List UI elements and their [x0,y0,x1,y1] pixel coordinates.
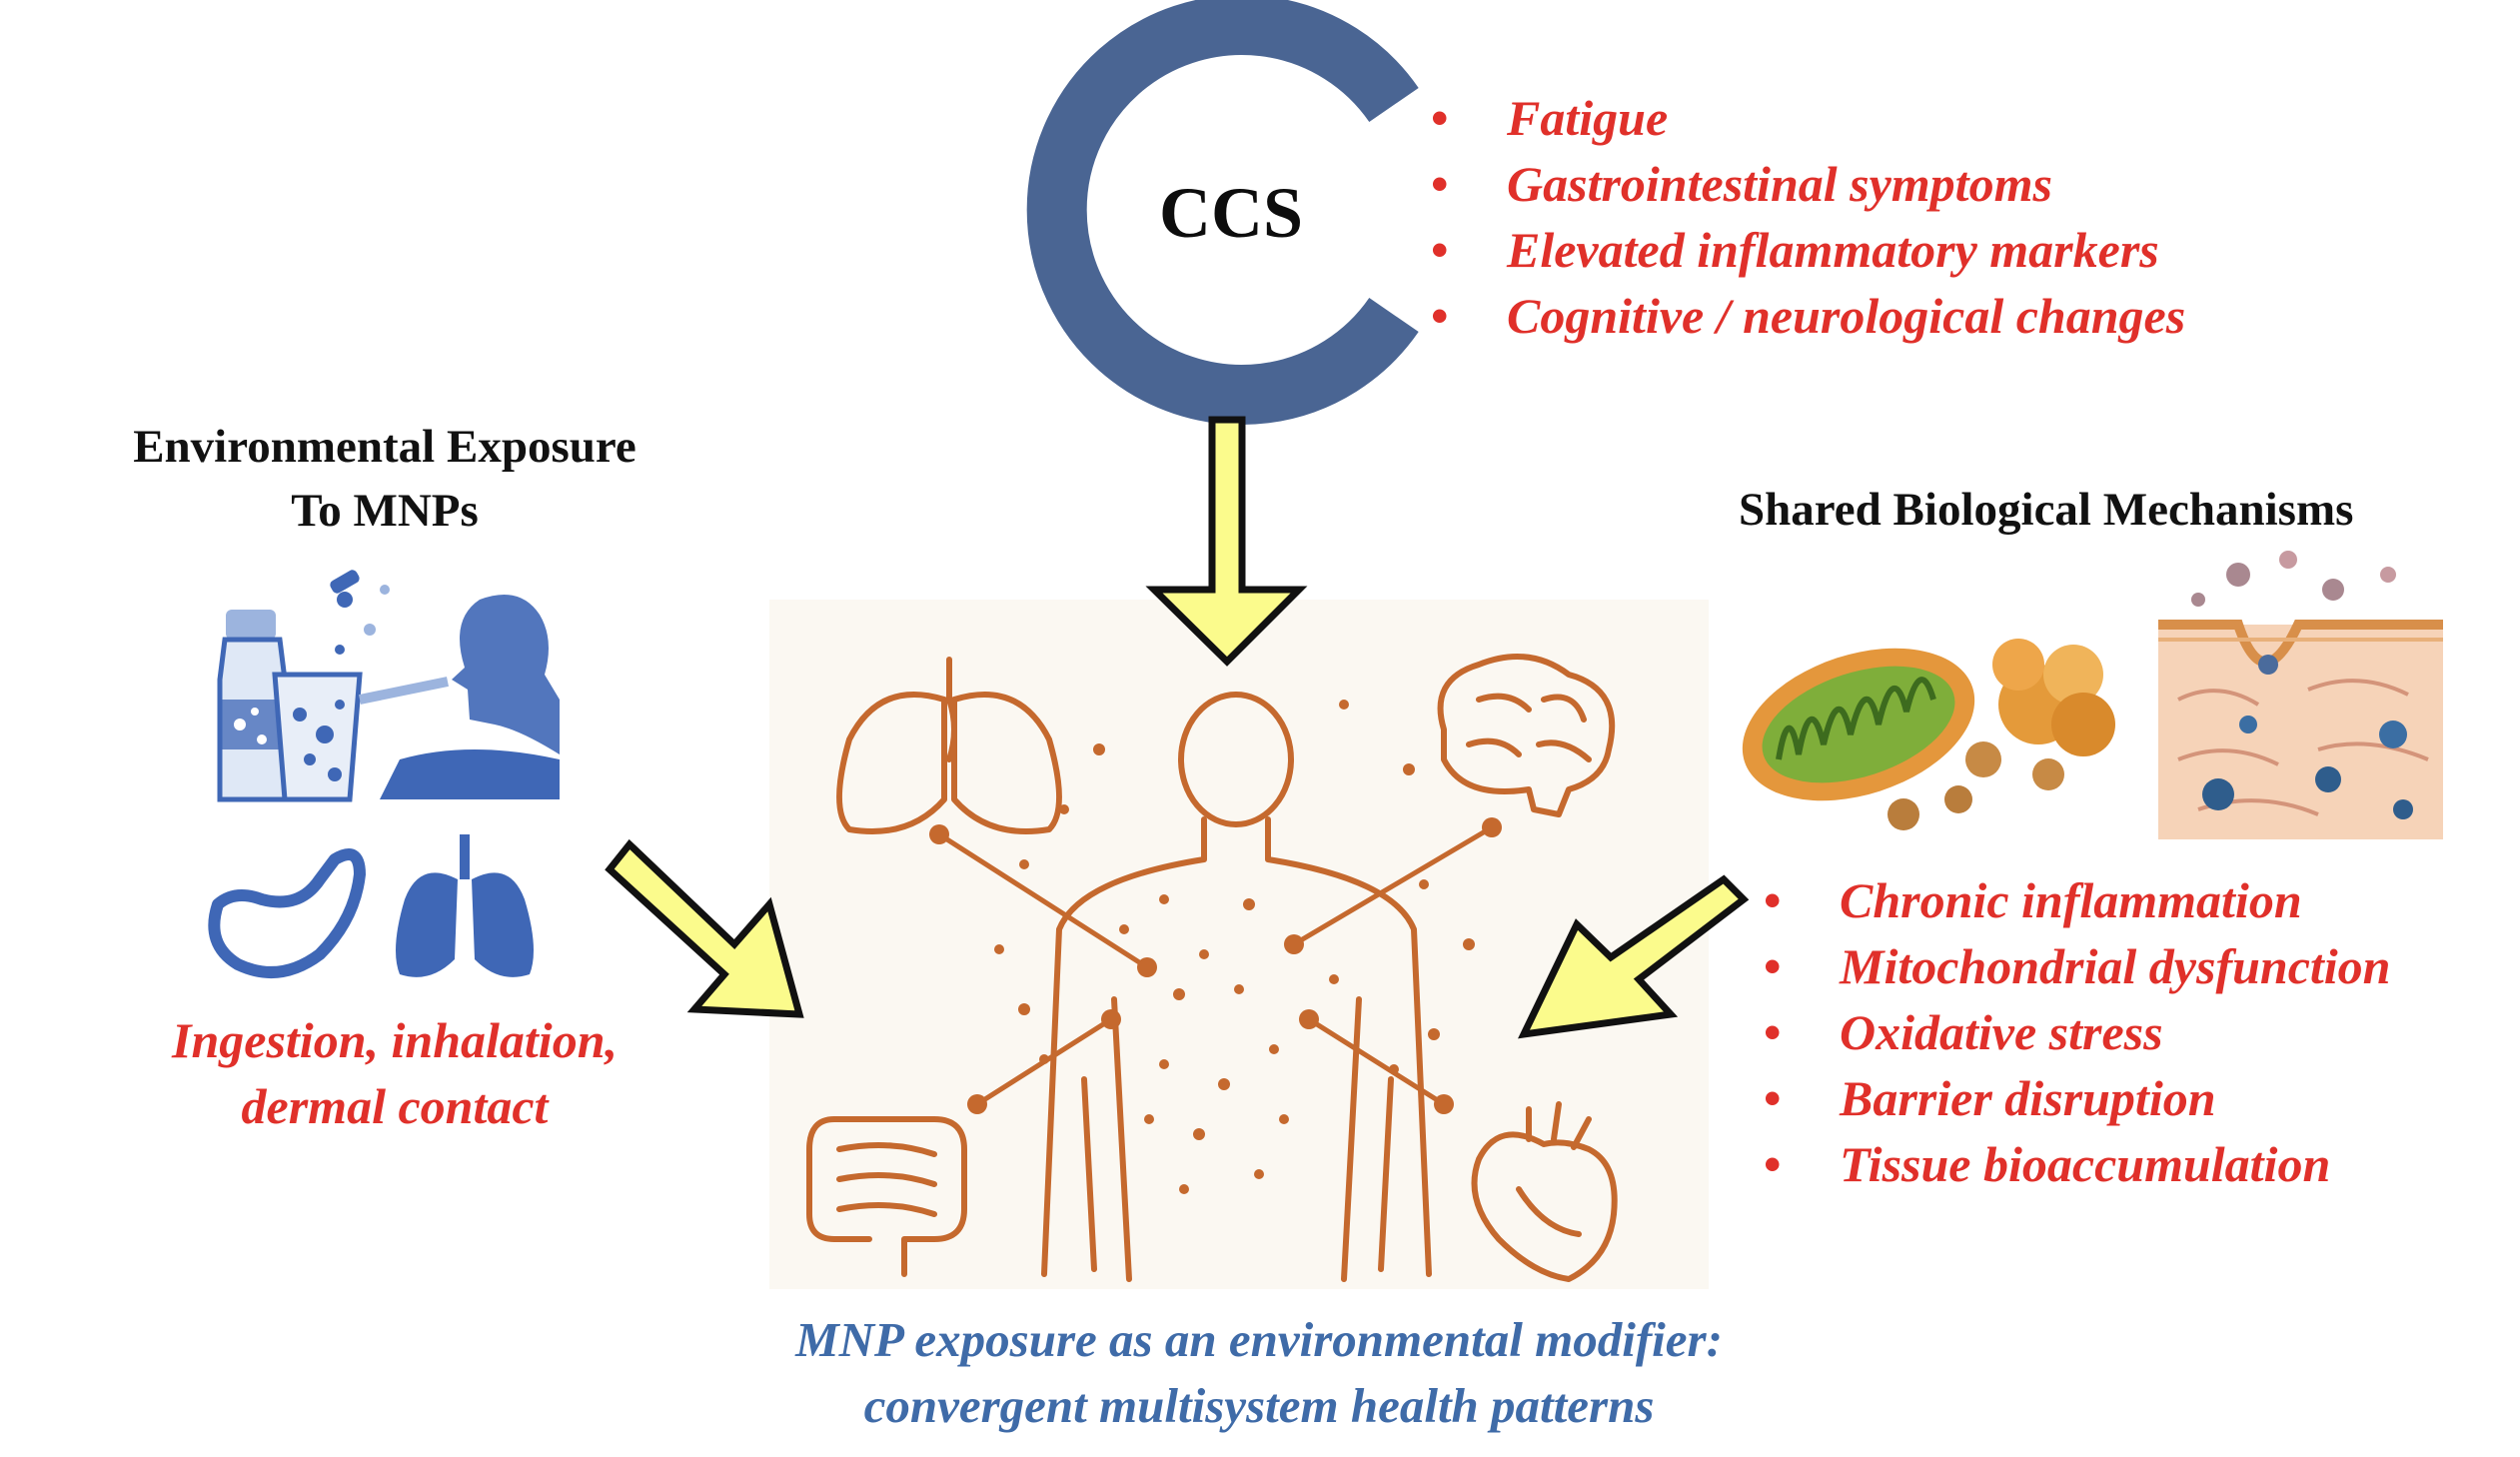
skin-barrier-icon [2158,551,2443,839]
arrow-down-icon [1145,416,1308,667]
center-panel-background [769,600,1709,1289]
stomach-icon [208,848,366,978]
exposure-routes-line2: dermal contact [241,1078,549,1134]
mechanisms-list: Chronic inflammation Mitochondrial dysfu… [1764,867,2391,1197]
mechanism-chronic-inflammation: Chronic inflammation [1764,867,2391,933]
particle-cluster-icon [1888,639,2115,830]
arrow-left-down-icon [1518,874,1750,1039]
ccs-symptom-list: Fatigue Gastrointestinal symptoms Elevat… [1431,85,2185,349]
particle-dots [994,700,1475,1194]
exposure-title-line1: Environmental Exposure [133,421,636,473]
exposure-routes-line1: Ingestion, inhalation, [172,1012,618,1068]
water-glass-icon [272,672,363,802]
mechanism-tissue-bioaccumulation: Tissue bioaccumulation [1764,1131,2391,1197]
exposure-routes: Ingestion, inhalation, dermal contact [95,1007,694,1139]
center-intestine-icon [806,1116,967,1277]
exposure-title: Environmental Exposure To MNPs [75,415,694,543]
center-brain-icon [1437,654,1616,817]
exposure-illustration [208,570,560,978]
human-body-organs-icon [806,654,1618,1282]
symptom-gastrointestinal: Gastrointestinal symptoms [1431,151,2185,217]
symptom-fatigue: Fatigue [1431,85,2185,151]
center-connector-nodes [929,817,1502,1114]
arrow-right-down-icon [605,838,804,1018]
mechanisms-title: Shared Biological Mechanisms [1739,484,2354,536]
exposure-title-line2: To MNPs [291,485,479,537]
center-caption: MNP exposure as an environmental modifie… [659,1307,1859,1439]
mechanism-mitochondrial-dysfunction: Mitochondrial dysfunction [1764,933,2391,999]
ccs-label: CCS [1159,173,1304,253]
center-caption-line1: MNP exposure as an environmental modifie… [795,1312,1723,1367]
mitochondrion-icon [1742,648,1975,801]
ccs-ring-icon [1026,0,1419,425]
center-lungs-icon [836,657,1062,834]
lungs-icon [396,834,534,977]
center-heart-icon [1471,1101,1618,1282]
mechanism-oxidative-stress: Oxidative stress [1764,999,2391,1065]
mechanism-barrier-disruption: Barrier disruption [1764,1065,2391,1131]
inhalation-head-icon [330,570,560,799]
symptom-inflammatory-markers: Elevated inflammatory markers [1431,217,2185,283]
symptom-cognitive: Cognitive / neurological changes [1431,283,2185,349]
center-caption-line2: convergent multisystem health patterns [863,1378,1655,1433]
